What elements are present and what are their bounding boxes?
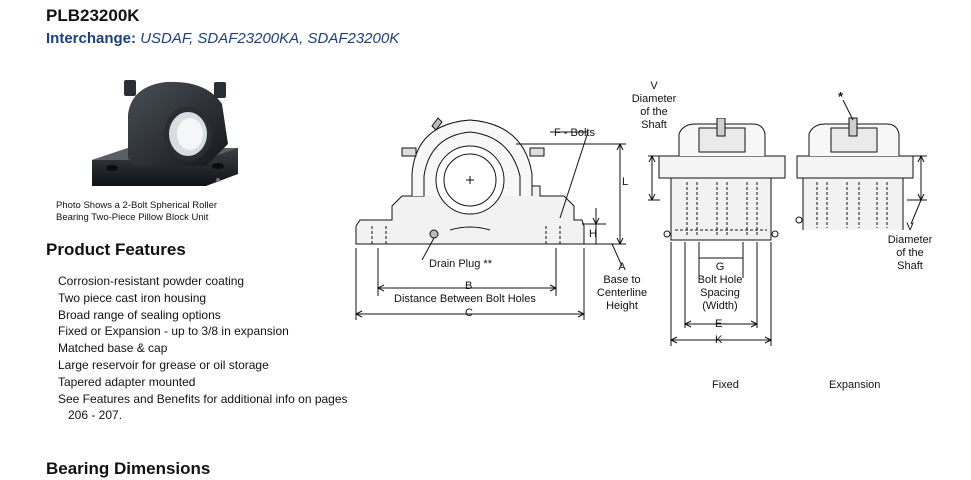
label-f-bolts: F - Bolts bbox=[554, 127, 595, 139]
label-a-desc-3: Height bbox=[606, 300, 638, 312]
fixed-label-v: V bbox=[650, 80, 658, 92]
expansion-label-v-desc-1: Diameter bbox=[887, 234, 933, 246]
label-a: A bbox=[618, 261, 626, 273]
feature-item: Broad range of sealing options bbox=[58, 307, 221, 322]
fixed-label-v-desc-3: Shaft bbox=[641, 119, 667, 131]
fixed-label-v-desc-2: of the bbox=[640, 106, 668, 118]
label-a-desc-2: Centerline bbox=[596, 287, 648, 299]
label-a-desc-1: Base to bbox=[603, 274, 641, 286]
feature-item: Large reservoir for grease or oil storag… bbox=[58, 357, 269, 372]
label-l: L bbox=[622, 176, 629, 188]
feature-item: See Features and Benefits for additional… bbox=[58, 391, 348, 406]
fixed-label-v-desc-1: Diameter bbox=[631, 93, 677, 105]
product-title: PLB23200K bbox=[46, 6, 140, 25]
interchange-label: Interchange: bbox=[46, 30, 137, 47]
fixed-caption: Fixed bbox=[712, 379, 739, 391]
label-b: B bbox=[465, 280, 473, 292]
expansion-label-v-desc-2: of the bbox=[896, 247, 924, 259]
expansion-side-view-diagram bbox=[795, 100, 927, 230]
product-features-list: Corrosion-resistant powder coating Two p… bbox=[58, 273, 348, 424]
fixed-label-e: E bbox=[715, 318, 723, 330]
photo-caption: Photo Shows a 2-Bolt Spherical Roller Be… bbox=[56, 200, 226, 224]
fixed-label-g: G bbox=[715, 261, 725, 273]
label-c: C bbox=[465, 307, 473, 319]
fixed-label-k: K bbox=[715, 334, 723, 346]
label-h: H bbox=[589, 228, 597, 240]
feature-item: Fixed or Expansion - up to 3/8 in expans… bbox=[58, 324, 289, 339]
expansion-caption: Expansion bbox=[829, 379, 881, 391]
feature-item: Tapered adapter mounted bbox=[58, 374, 196, 389]
fixed-label-g-desc-3: (Width) bbox=[702, 300, 738, 312]
front-view-diagram bbox=[354, 117, 626, 320]
label-a-group: A Base to Centerline Height bbox=[596, 261, 648, 313]
photo-caption-line-1: Photo Shows a 2-Bolt Spherical Roller bbox=[56, 200, 218, 211]
fixed-shaft-dimension bbox=[648, 154, 660, 202]
feature-item: Corrosion-resistant powder coating bbox=[58, 274, 245, 288]
bearing-dimensions-heading: Bearing Dimensions bbox=[46, 459, 211, 478]
product-features-heading: Product Features bbox=[46, 240, 186, 259]
expansion-asterisk: * bbox=[838, 89, 844, 104]
expansion-v-group: V Diameter of the Shaft bbox=[882, 221, 938, 273]
feature-item-continuation: 206 - 207. bbox=[68, 408, 123, 423]
fixed-side-view-diagram bbox=[658, 118, 786, 346]
feature-item: Matched base & cap bbox=[58, 341, 168, 356]
feature-item: Two piece cast iron housing bbox=[58, 290, 207, 305]
photo-caption-line-2: Bearing Two-Piece Pillow Block Unit bbox=[56, 212, 209, 223]
expansion-label-v-desc-3: Shaft bbox=[897, 260, 923, 272]
interchange-line: Interchange: USDAF, SDAF23200KA, SDAF232… bbox=[46, 30, 399, 47]
fixed-v-group: V Diameter of the Shaft bbox=[626, 80, 682, 132]
fixed-label-g-desc-2: Spacing bbox=[700, 287, 740, 299]
label-drain-plug: Drain Plug ** bbox=[429, 258, 492, 270]
fixed-g-group: G Bolt Hole Spacing (Width) bbox=[692, 261, 748, 313]
label-b-desc: Distance Between Bolt Holes bbox=[394, 293, 536, 305]
product-photo bbox=[92, 80, 238, 186]
fixed-label-g-desc-1: Bolt Hole bbox=[697, 274, 743, 286]
expansion-label-v: V bbox=[906, 221, 914, 233]
interchange-value: USDAF, SDAF23200KA, SDAF23200K bbox=[140, 30, 400, 47]
